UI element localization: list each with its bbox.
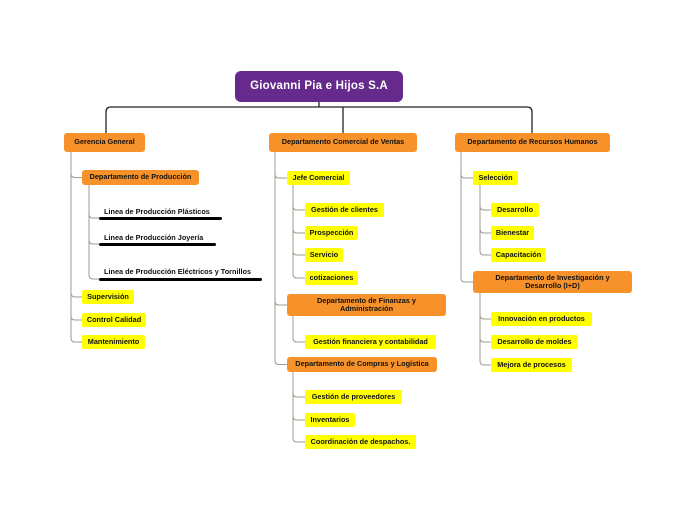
topic-mantenimiento[interactable]: Mantenimiento	[82, 335, 145, 349]
topic-inventarios[interactable]: Inventarios	[305, 413, 355, 427]
topic-linea-joyeria[interactable]: Linea de Producción Joyería	[104, 232, 204, 242]
topic-servicio[interactable]: Servicio	[305, 248, 343, 262]
comercial-connector	[274, 152, 287, 306]
seleccion-connector	[479, 185, 491, 256]
topic-bienestar[interactable]: Bienestar	[491, 226, 534, 240]
topic-capacitacion[interactable]: Capacitación	[491, 248, 546, 262]
topic-mejora-procesos[interactable]: Mejora de procesos	[491, 358, 572, 372]
topic-underline	[99, 243, 216, 246]
jefe-comercial-connector	[292, 185, 305, 279]
gerencia-connector	[70, 152, 82, 298]
topic-jefe-comercial[interactable]: Jefe Comercial	[287, 171, 350, 185]
gerencia-connector	[70, 152, 82, 343]
topic-desarrollo[interactable]: Desarrollo	[491, 203, 539, 217]
gerencia-connector	[70, 152, 82, 178]
jefe-comercial-connector	[292, 185, 305, 256]
id-connector	[479, 293, 491, 343]
topic-prospeccion[interactable]: Prospección	[305, 226, 358, 240]
topic-linea-plasticos[interactable]: Linea de Producción Plásticos	[104, 206, 210, 216]
topic-departamento-finanzas[interactable]: Departamento de Finanzas y Administració…	[287, 294, 446, 316]
id-connector	[479, 293, 491, 366]
topic-coordinacion-despachos[interactable]: Coordinación de despachos.	[305, 435, 416, 449]
comercial-connector	[274, 152, 287, 365]
compras-connector	[292, 372, 305, 398]
topic-departamento-compras-logistica[interactable]: Departamento de Compras y Logística	[287, 357, 437, 372]
topic-supervision[interactable]: Supervisión	[82, 290, 134, 304]
rrhh-connector	[460, 152, 473, 283]
topic-gestion-clientes[interactable]: Gestión de clientes	[305, 203, 384, 217]
branch-departamento-recursos-humanos[interactable]: Departamento de Recursos Humanos	[455, 133, 610, 152]
branch-departamento-comercial-ventas[interactable]: Departamento Comercial de Ventas	[269, 133, 417, 152]
root-topic[interactable]: Giovanni Pia e Hijos S.A	[235, 71, 403, 102]
topic-gestion-financiera[interactable]: Gestión financiera y contabilidad	[305, 335, 436, 349]
produccion-connector	[88, 185, 99, 219]
topic-gestion-proveedores[interactable]: Gestión de proveedores	[305, 390, 402, 404]
root-bar-connector	[105, 106, 533, 133]
topic-linea-electricos-tornillos[interactable]: Linea de Producción Eléctricos y Tornill…	[104, 266, 252, 276]
topic-cotizaciones[interactable]: cotizaciones	[305, 271, 358, 285]
rrhh-connector	[460, 152, 473, 179]
compras-connector	[292, 372, 305, 443]
topic-departamento-investigacion-desarrollo[interactable]: Departamento de Investigación y Desarrol…	[473, 271, 632, 293]
jefe-comercial-connector	[292, 185, 305, 211]
topic-underline	[99, 278, 262, 281]
topic-underline	[99, 217, 222, 220]
topic-control-calidad[interactable]: Control Calidad	[82, 313, 146, 327]
produccion-connector	[88, 185, 99, 280]
branch-gerencia-general[interactable]: Gerencia General	[64, 133, 145, 152]
seleccion-connector	[479, 185, 491, 211]
topic-innovacion-productos[interactable]: Innovación en productos	[491, 312, 592, 326]
comercial-connector	[274, 152, 287, 179]
topic-desarrollo-moldes[interactable]: Desarrollo de moldes	[491, 335, 578, 349]
finanzas-connector	[292, 316, 305, 343]
id-connector	[479, 293, 491, 320]
topic-departamento-produccion[interactable]: Departamento de Producción	[82, 170, 199, 185]
topic-seleccion[interactable]: Selección	[473, 171, 518, 185]
produccion-connector	[88, 185, 99, 245]
